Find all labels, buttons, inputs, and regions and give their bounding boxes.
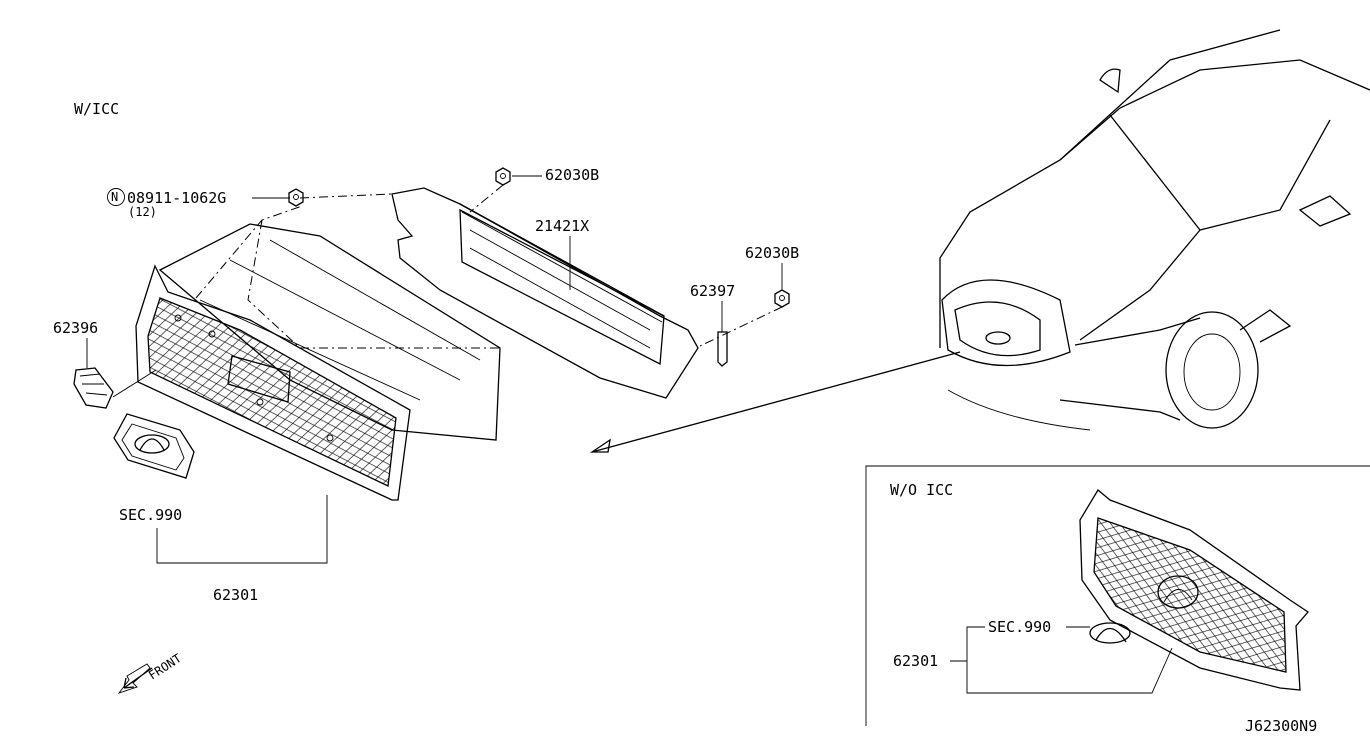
grille-label: 62301 xyxy=(213,586,258,604)
inset-emblem xyxy=(1089,622,1131,644)
inset-grille xyxy=(1079,489,1309,691)
inset-emblem-logo-icon xyxy=(1089,622,1131,644)
svg-text:(12): (12) xyxy=(128,205,157,219)
vehicle-wheel-icon xyxy=(1165,311,1259,429)
inset-without-icc: W/O ICC SEC.990 62301 xyxy=(865,465,1370,726)
front-grille xyxy=(135,264,411,501)
bolt-callout: N 08911-1062G (12) xyxy=(107,188,304,219)
diagram-code: J62300N9 xyxy=(1245,717,1317,735)
n-marker-icon xyxy=(107,188,125,206)
inset-frame xyxy=(865,465,1370,726)
inset-grille-label: 62301 xyxy=(893,652,938,670)
locator-arrow xyxy=(591,351,961,453)
front-label: FRONT xyxy=(146,651,184,682)
shutter-label: 21421X xyxy=(535,217,589,235)
emblem xyxy=(113,413,195,479)
bracket-left-label: 62396 xyxy=(53,319,98,337)
svg-text:N: N xyxy=(111,190,118,204)
bracket-left-icon xyxy=(73,367,114,409)
nut-b-icon xyxy=(774,289,790,308)
emblem-ref-label: SEC.990 xyxy=(119,506,182,524)
vehicle-illustration xyxy=(939,29,1370,431)
nut-b-label: 62030B xyxy=(745,244,799,262)
front-arrow: FRONT xyxy=(117,651,184,694)
with-icc-label: W/ICC xyxy=(74,100,119,118)
vehicle-logo-icon xyxy=(985,331,1011,345)
grille-clip-icon xyxy=(174,314,334,442)
svg-text:08911-1062G: 08911-1062G xyxy=(127,189,226,207)
inset-emblem-ref-label: SEC.990 xyxy=(988,618,1051,636)
nut-a-icon xyxy=(495,167,511,186)
infiniti-logo-icon xyxy=(134,434,170,454)
air-shutter-assembly xyxy=(299,187,699,399)
bracket-right-label: 62397 xyxy=(690,282,735,300)
nut-a-label: 62030B xyxy=(545,166,599,184)
bolt-icon xyxy=(288,188,304,207)
inset-title: W/O ICC xyxy=(890,481,953,499)
inset-grille-logo-icon xyxy=(1157,575,1199,609)
bracket-right-icon xyxy=(717,331,728,367)
